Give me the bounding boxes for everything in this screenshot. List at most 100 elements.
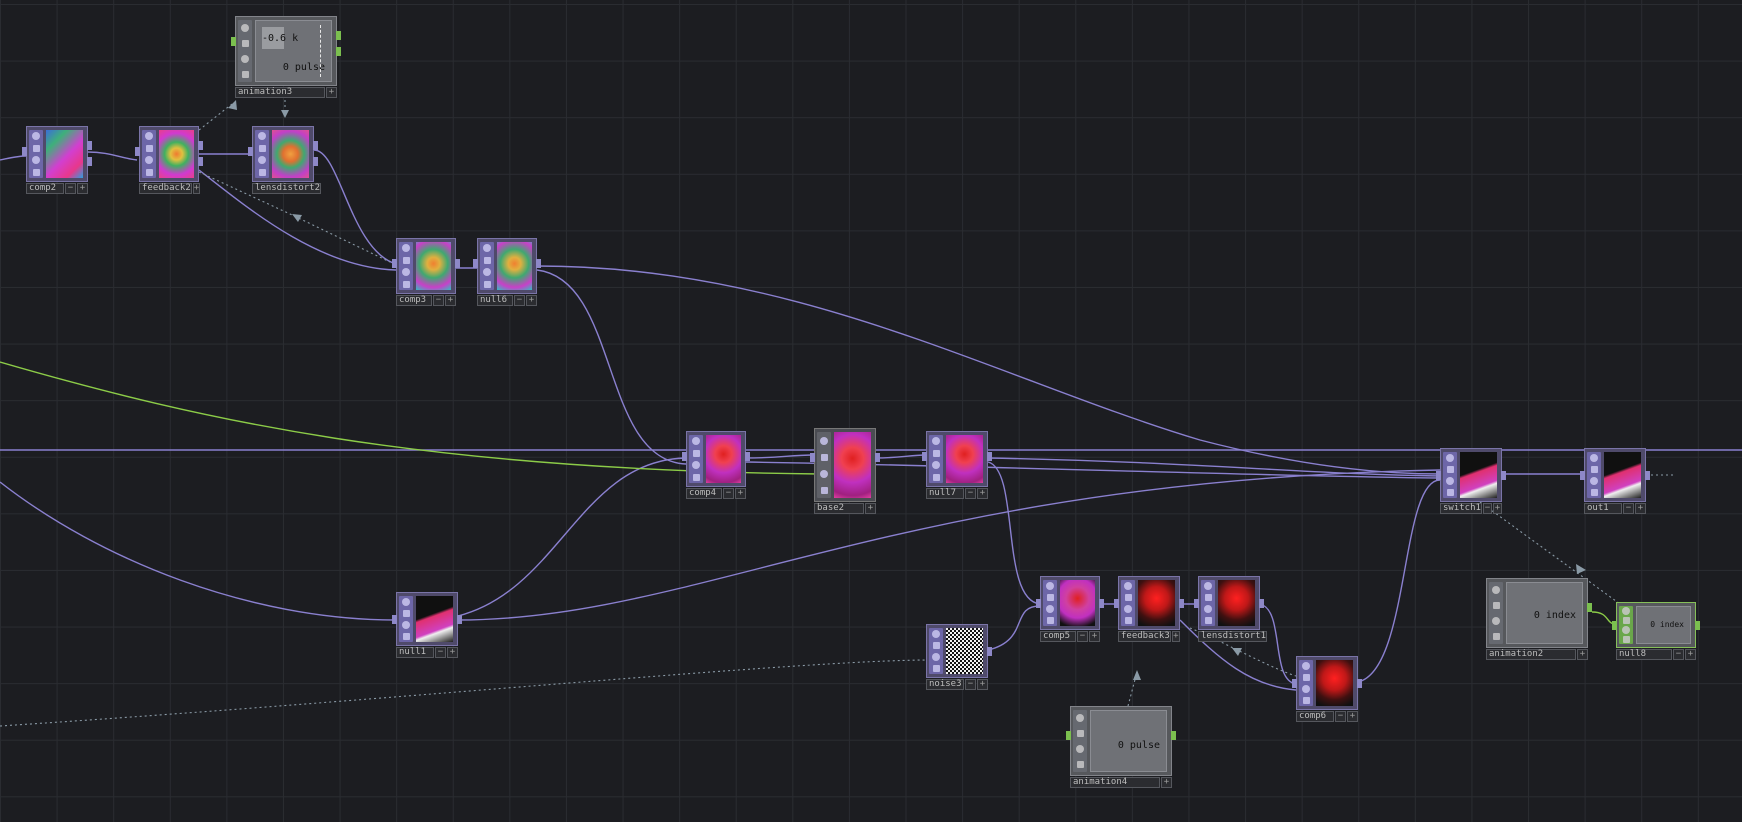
output-connector[interactable] (455, 259, 460, 268)
node-label[interactable]: null1−+ (396, 647, 458, 658)
node-label[interactable]: null8−+ (1616, 649, 1696, 660)
node-name[interactable]: lensdistort2 (252, 183, 322, 194)
output-connector[interactable] (1357, 679, 1362, 688)
node-name[interactable]: animation2 (1486, 649, 1576, 660)
output-connector[interactable] (313, 157, 318, 166)
node-null8[interactable]: 0 index null8−+ (1612, 602, 1700, 660)
node-name[interactable]: null6 (477, 295, 513, 306)
viewer-button[interactable]: + (1492, 503, 1502, 514)
output-connector[interactable] (745, 452, 750, 461)
viewer-button[interactable]: + (445, 295, 456, 306)
output-connector[interactable] (1695, 621, 1700, 630)
input-connector[interactable] (1612, 621, 1617, 630)
bypass-button[interactable]: − (65, 183, 76, 194)
viewer-button[interactable]: + (1171, 631, 1180, 642)
node-comp4[interactable]: comp4−+ (682, 431, 750, 499)
bypass-button[interactable]: − (433, 295, 444, 306)
bypass-button[interactable]: − (1623, 503, 1634, 514)
input-connector[interactable] (1292, 679, 1297, 688)
output-connector[interactable] (198, 157, 203, 166)
node-noise3[interactable]: noise3−+ (926, 624, 992, 690)
output-connector[interactable] (1171, 731, 1176, 740)
output-connector[interactable] (1587, 603, 1592, 612)
node-name[interactable]: feedback2 (139, 183, 192, 194)
viewer-button[interactable]: + (1685, 649, 1696, 660)
node-label[interactable]: lensdistort1 (1198, 631, 1268, 642)
input-connector[interactable] (1036, 599, 1041, 608)
input-connector[interactable] (473, 259, 478, 268)
input-connector[interactable] (682, 452, 687, 461)
node-comp2[interactable]: comp2−+ (22, 126, 92, 194)
node-comp3[interactable]: comp3−+ (392, 238, 460, 306)
node-name[interactable]: comp4 (686, 488, 722, 499)
output-connector[interactable] (87, 157, 92, 166)
viewer-button[interactable]: + (1347, 711, 1358, 722)
node-label[interactable]: base2+ (814, 503, 876, 514)
output-connector[interactable] (336, 47, 341, 56)
node-label[interactable]: comp2−+ (26, 183, 88, 194)
output-connector[interactable] (336, 31, 341, 40)
node-label[interactable]: null7−+ (926, 488, 988, 499)
node-comp6[interactable]: comp6−+ (1292, 656, 1362, 722)
viewer-button[interactable]: + (735, 488, 746, 499)
node-label[interactable]: feedback2+ (139, 183, 201, 194)
node-animation4[interactable]: 0 pulse animation4+ (1066, 706, 1176, 788)
output-connector[interactable] (536, 259, 541, 268)
node-name[interactable]: animation4 (1070, 777, 1160, 788)
node-label[interactable]: animation3+ (235, 87, 337, 98)
node-name[interactable]: lensdistort1 (1198, 631, 1268, 642)
viewer-button[interactable]: + (977, 679, 988, 690)
node-animation2[interactable]: 0 index animation2+ (1486, 578, 1592, 660)
bypass-button[interactable]: − (1077, 631, 1088, 642)
input-connector[interactable] (1194, 599, 1199, 608)
viewer-button[interactable]: + (1161, 777, 1172, 788)
output-connector[interactable] (987, 647, 992, 656)
node-label[interactable]: animation2+ (1486, 649, 1588, 660)
node-name[interactable]: base2 (814, 503, 864, 514)
node-label[interactable]: switch1−+ (1440, 503, 1502, 514)
bypass-button[interactable]: − (435, 647, 446, 658)
node-name[interactable]: null7 (926, 488, 964, 499)
input-connector[interactable] (810, 453, 815, 462)
output-connector[interactable] (313, 141, 318, 150)
output-connector[interactable] (457, 615, 462, 624)
viewer-button[interactable]: + (526, 295, 537, 306)
node-comp5[interactable]: comp5−+ (1036, 576, 1104, 642)
node-name[interactable]: animation3 (235, 87, 325, 98)
input-connector[interactable] (392, 615, 397, 624)
node-null6[interactable]: null6−+ (473, 238, 541, 306)
node-switch1[interactable]: switch1−+ (1436, 448, 1506, 514)
viewer-button[interactable]: + (192, 183, 201, 194)
output-connector[interactable] (87, 141, 92, 150)
input-connector[interactable] (392, 259, 397, 268)
viewer-button[interactable]: + (865, 503, 876, 514)
node-label[interactable]: out1−+ (1584, 503, 1646, 514)
node-name[interactable]: noise3 (926, 679, 964, 690)
bypass-button[interactable]: − (1673, 649, 1684, 660)
input-connector[interactable] (1436, 471, 1441, 480)
node-feedback3[interactable]: feedback3+ (1114, 576, 1184, 642)
input-connector[interactable] (922, 452, 927, 461)
node-feedback2[interactable]: feedback2+ (135, 126, 203, 194)
node-label[interactable]: feedback3+ (1118, 631, 1180, 642)
node-label[interactable]: comp6−+ (1296, 711, 1358, 722)
node-name[interactable]: comp2 (26, 183, 64, 194)
output-connector[interactable] (1099, 599, 1104, 608)
output-connector[interactable] (987, 452, 992, 461)
viewer-button[interactable]: + (1635, 503, 1646, 514)
node-label[interactable]: noise3−+ (926, 679, 988, 690)
node-label[interactable]: animation4+ (1070, 777, 1172, 788)
output-connector[interactable] (198, 141, 203, 150)
node-name[interactable]: comp5 (1040, 631, 1076, 642)
bypass-button[interactable]: − (1482, 503, 1492, 514)
node-name[interactable]: comp6 (1296, 711, 1334, 722)
viewer-button[interactable]: + (326, 87, 337, 98)
input-connector[interactable] (135, 147, 140, 156)
viewer-button[interactable]: + (1089, 631, 1100, 642)
node-null1[interactable]: null1−+ (392, 592, 462, 658)
bypass-button[interactable]: − (1335, 711, 1346, 722)
viewer-button[interactable]: + (77, 183, 88, 194)
bypass-button[interactable]: − (514, 295, 525, 306)
output-connector[interactable] (1501, 471, 1506, 480)
node-label[interactable]: comp3−+ (396, 295, 456, 306)
